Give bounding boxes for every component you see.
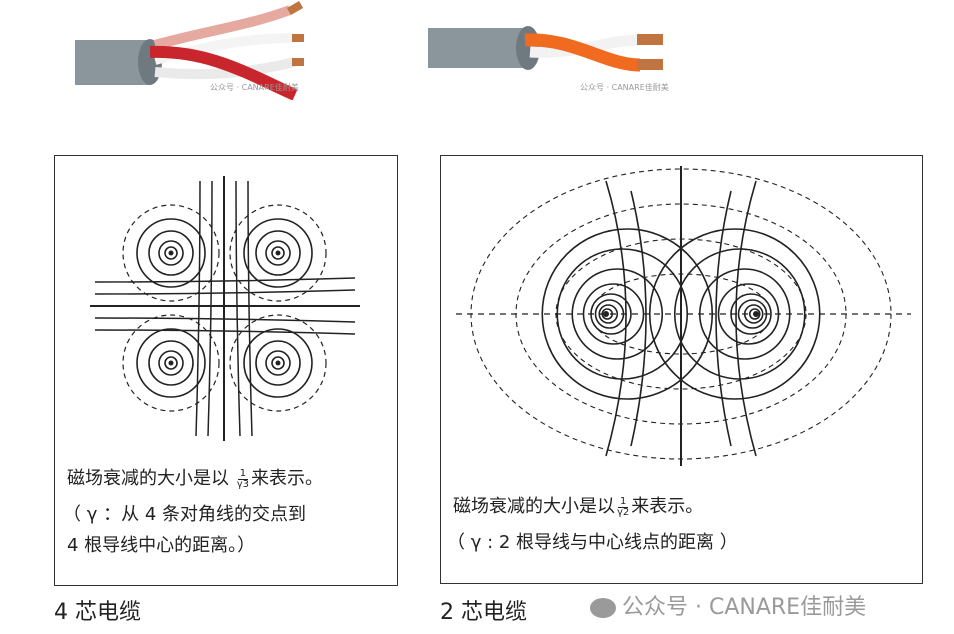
equipotential-line xyxy=(122,314,220,412)
field-line xyxy=(164,246,178,260)
fraction-numerator: 1 xyxy=(617,495,629,508)
field-line xyxy=(94,289,356,295)
field-line xyxy=(136,328,206,398)
fraction-denominator: γ3 xyxy=(236,478,250,490)
two-core-field-diagram xyxy=(456,166,911,466)
field-line xyxy=(164,356,178,370)
field-line xyxy=(541,228,714,400)
field-line xyxy=(737,299,768,329)
two-core-caption: 2 芯电缆 xyxy=(440,600,527,625)
field-line xyxy=(571,268,664,360)
field-line xyxy=(648,228,821,400)
field-line xyxy=(601,308,614,320)
equipotential-line xyxy=(590,273,772,355)
conductor-dot xyxy=(168,360,174,366)
field-line xyxy=(735,180,757,457)
field-line xyxy=(598,304,619,324)
equipotential-line xyxy=(470,168,892,460)
conductor-dot xyxy=(275,360,281,366)
four-core-cable-photo xyxy=(75,1,304,100)
two-core-note-line: （ γ : 2 根导线与中心线点的距离 ） xyxy=(447,532,738,553)
field-line xyxy=(148,230,194,276)
field-line xyxy=(148,340,194,386)
field-line xyxy=(630,190,647,447)
field-line xyxy=(265,240,291,266)
conductor-dot xyxy=(168,250,174,256)
two-core-cable-photo xyxy=(428,26,663,72)
four-core-note-line2: 4 根导线中心的距离。） xyxy=(67,535,256,556)
field-line xyxy=(715,190,732,447)
formula-suffix: 来表示。 xyxy=(251,468,324,489)
field-line xyxy=(594,299,625,329)
equipotential-line xyxy=(229,204,327,302)
field-line xyxy=(748,308,761,320)
photo-watermark: 公众号 · CANARE佳耐美 xyxy=(580,83,669,92)
fraction-numerator: 1 xyxy=(237,467,249,480)
equipotential-line xyxy=(515,203,847,425)
wechat-watermark: 公众号 · CANARE佳耐美 xyxy=(590,589,866,621)
watermark-text: 公众号 · CANARE佳耐美 xyxy=(622,595,867,620)
field-line xyxy=(94,329,356,335)
field-line xyxy=(271,356,285,370)
formula-prefix: 磁场衰减的大小是以 xyxy=(67,468,229,489)
formula-prefix: 磁场衰减的大小是以 xyxy=(453,496,615,517)
field-line xyxy=(265,350,291,376)
field-line xyxy=(235,180,241,437)
four-core-note-line1: （ γ ：从 4 条对角线的交点到 xyxy=(63,504,306,525)
field-line xyxy=(94,277,356,283)
field-line xyxy=(271,246,285,260)
photo-watermark: 公众号 · CANARE佳耐美 xyxy=(210,83,299,92)
field-line xyxy=(243,218,313,288)
equipotential-line xyxy=(555,238,807,390)
field-line xyxy=(605,180,627,457)
field-line xyxy=(247,180,253,437)
field-line xyxy=(94,317,356,323)
equipotential-line xyxy=(229,314,327,412)
conductor-dot xyxy=(275,250,281,256)
fraction-denominator: γ2 xyxy=(617,506,630,518)
wechat-icon xyxy=(590,598,616,618)
conductor-dot xyxy=(603,311,609,317)
field-line xyxy=(255,230,301,276)
equipotential-line xyxy=(122,204,220,302)
four-core-field-diagram xyxy=(90,176,360,441)
field-line xyxy=(207,180,213,437)
field-line xyxy=(195,180,201,437)
field-line xyxy=(255,340,301,386)
field-line xyxy=(158,240,184,266)
field-line xyxy=(243,328,313,398)
field-line xyxy=(158,350,184,376)
formula-suffix: 来表示。 xyxy=(631,496,704,517)
field-line xyxy=(698,268,791,360)
field-line xyxy=(743,304,764,324)
conductor-dot xyxy=(753,311,759,317)
four-core-caption: 4 芯电缆 xyxy=(54,600,141,625)
field-line xyxy=(717,283,780,345)
field-line xyxy=(582,283,645,345)
field-line xyxy=(136,218,206,288)
